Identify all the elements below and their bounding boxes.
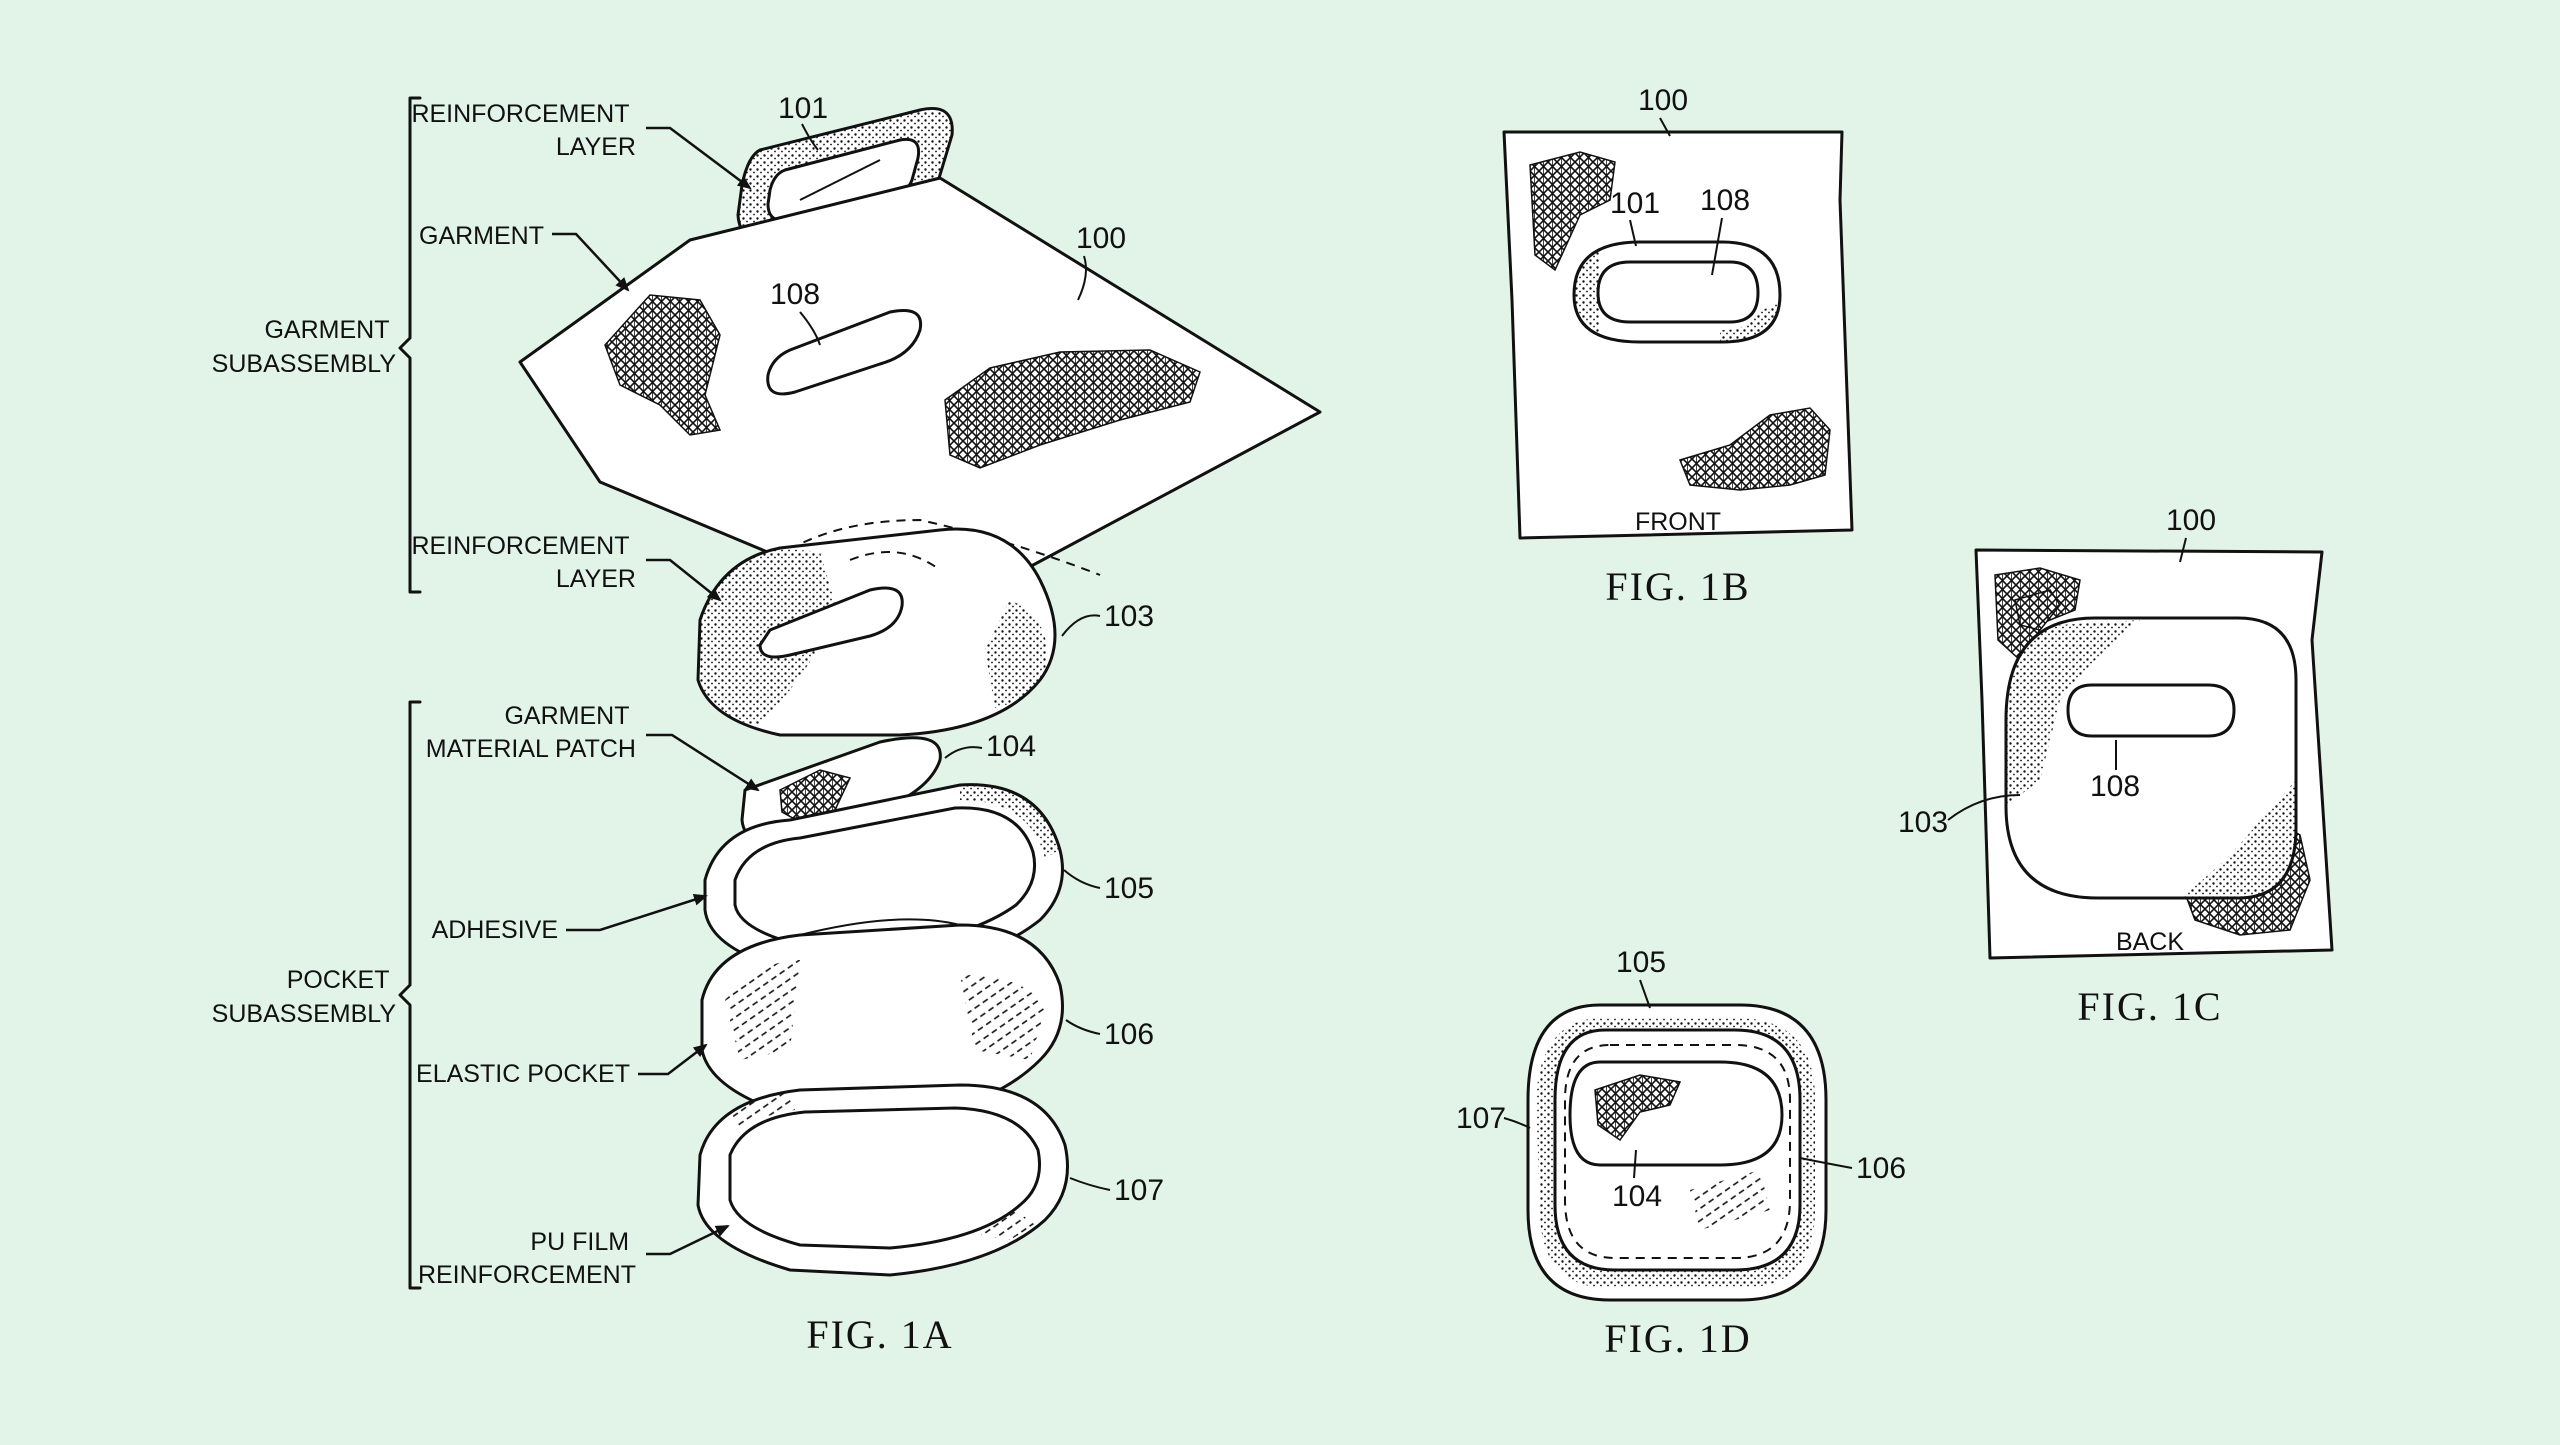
front-mesh-bottom	[1678, 407, 1831, 491]
garment-sheet-100	[518, 176, 1322, 622]
ref-104: 104	[986, 730, 1036, 763]
garment-mesh-left	[604, 294, 722, 436]
garment-subassembly-label: GARMENT SUBASSEMBLY	[212, 316, 397, 378]
ref-106: 106	[1104, 1018, 1154, 1051]
ref-100: 100	[1076, 222, 1126, 255]
leader-elastic-pocket	[638, 1043, 708, 1076]
label-elastic-pocket: ELASTIC POCKET	[416, 1060, 630, 1088]
ref-107-1d: 107	[1456, 1102, 1506, 1135]
leader-reinforcement-layer-mid	[646, 558, 722, 602]
figure-1c: 100 108 103 BACK FIG. 1C	[1898, 504, 2334, 1029]
ref-101: 101	[778, 92, 828, 125]
label-reinforcement-layer-top: REINFORCEMENT LAYER	[411, 100, 636, 161]
ref-108-1b: 108	[1700, 184, 1750, 217]
ref-103: 103	[1104, 600, 1154, 633]
ref-103-1c: 103	[1898, 806, 1948, 839]
ref-107: 107	[1114, 1174, 1164, 1207]
pocket-subassembly-label: POCKET SUBASSEMBLY	[212, 966, 397, 1028]
garment-subassembly-brace	[398, 96, 422, 594]
label-pu-film-reinforcement: PU FILM REINFORCEMENT	[418, 1228, 636, 1289]
caption-fig-1b: FIG. 1B	[1605, 564, 1750, 609]
label-front: FRONT	[1635, 508, 1721, 536]
pu-film-107-outline	[1564, 1044, 1791, 1259]
leader-reinforcement-layer-top	[646, 126, 752, 190]
caption-fig-1a: FIG. 1A	[806, 1312, 953, 1357]
leader-garment-material-patch	[646, 733, 760, 792]
label-adhesive: ADHESIVE	[432, 916, 558, 944]
reinforcement-layer-103	[696, 527, 1057, 737]
front-mesh-top	[1529, 151, 1616, 272]
garment-slot-108	[766, 309, 923, 396]
elastic-pocket-106	[700, 918, 1064, 1122]
figure-1b: 100 101 108 FRONT FIG. 1B	[1502, 84, 1854, 609]
ref-105: 105	[1104, 872, 1154, 905]
ref-104-1d: 104	[1612, 1180, 1662, 1213]
leader-adhesive	[566, 893, 708, 932]
ref-108-1c: 108	[2090, 770, 2140, 803]
ref-108: 108	[770, 278, 820, 311]
ref-100-1c: 100	[2166, 504, 2216, 537]
slot-108-back	[2066, 683, 2236, 738]
slot-108-front	[1596, 260, 1760, 324]
pocket-subassembly-brace	[398, 700, 422, 1290]
label-back: BACK	[2116, 928, 2184, 956]
caption-fig-1c: FIG. 1C	[2077, 984, 2222, 1029]
label-garment: GARMENT	[419, 222, 544, 250]
leader-garment	[552, 232, 630, 292]
label-reinforcement-layer-mid: REINFORCEMENT LAYER	[411, 532, 636, 593]
label-garment-material-patch: GARMENT MATERIAL PATCH	[426, 702, 636, 763]
ref-101-1b: 101	[1610, 187, 1660, 220]
pu-film-reinforcement-107	[696, 1083, 1069, 1277]
leader-pu-film-reinforcement	[646, 1224, 730, 1256]
garment-mesh-right	[944, 349, 1201, 469]
figure-1a: GARMENT SUBASSEMBLY POCKET SUBASSEMBLY	[212, 92, 1322, 1357]
ref-106-1d: 106	[1856, 1152, 1906, 1185]
figure-1d: 105 107 104 106 FIG. 1D	[1456, 946, 1906, 1361]
ref-100-1b: 100	[1638, 84, 1688, 117]
ref-105-1d: 105	[1616, 946, 1666, 979]
caption-fig-1d: FIG. 1D	[1604, 1316, 1751, 1361]
